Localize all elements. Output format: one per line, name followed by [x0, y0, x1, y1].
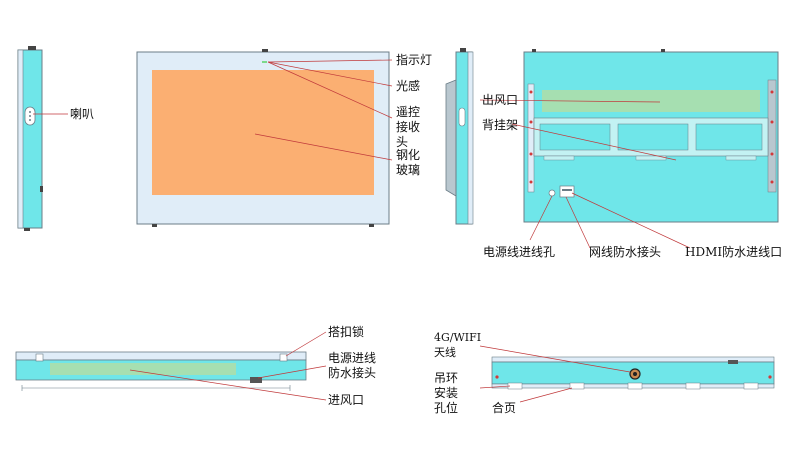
screw: [768, 375, 772, 379]
bracket-tab: [543, 155, 575, 161]
speaker-hole: [29, 115, 31, 117]
screw: [770, 90, 774, 94]
bracket-side-slot: [458, 107, 466, 127]
leader-indicator: [267, 59, 393, 63]
leader-ring-holes: [479, 385, 511, 389]
front-top-mark: [262, 49, 268, 52]
port-slot: [562, 189, 572, 191]
bottom-frame-strip: [15, 351, 307, 361]
ring-hole: [569, 382, 585, 390]
ring-hole: [507, 382, 523, 390]
ring-hole: [743, 382, 759, 390]
side-top-knob: [28, 46, 36, 50]
back-top-mark: [532, 49, 536, 52]
leader-glass: [254, 133, 393, 161]
bracket-window: [539, 123, 611, 151]
label-snap-lock: 搭扣锁: [328, 325, 365, 339]
label-power-connector: 电源进线防水接头: [328, 351, 377, 380]
leader-snap-lock: [285, 331, 327, 357]
leader-bracket: [511, 123, 677, 161]
leader-light-sensor: [267, 61, 393, 87]
leader-air-inlet: [129, 369, 327, 401]
label-light-sensor: 光感: [396, 79, 421, 93]
label-air-outlet: 出风口: [482, 93, 519, 107]
bracket-tab: [725, 155, 757, 161]
front-foot-left: [152, 224, 157, 227]
snap-lock-right: [279, 353, 288, 362]
screw: [529, 90, 533, 94]
label-air-inlet: 进风口: [328, 393, 365, 407]
top-view: [491, 356, 775, 390]
bracket-side-front-strip: [467, 51, 474, 225]
top-port: [728, 360, 738, 364]
power-connector: [250, 377, 262, 383]
screw: [770, 120, 774, 124]
bracket-side-view: [445, 48, 474, 225]
bracket-side-plate: [445, 79, 457, 197]
label-back-bracket: 背挂架: [482, 118, 519, 132]
screw: [495, 375, 499, 379]
antenna-core: [633, 372, 637, 376]
ring-hole: [627, 382, 643, 390]
leader-antenna: [479, 345, 631, 373]
leader-power-hole: [529, 195, 553, 241]
screw: [770, 152, 774, 156]
side-port: [40, 186, 43, 192]
front-view: [136, 49, 390, 227]
label-hanging-ring-holes: 吊环安装孔位: [434, 371, 459, 415]
label-indicator-light: 指示灯: [396, 53, 433, 67]
ring-hole: [685, 382, 701, 390]
label-antenna: 4G/WIFI天线: [434, 331, 482, 359]
label-tempered-glass: 钢化玻璃: [396, 148, 421, 177]
hanging-ring-holes: [507, 382, 759, 390]
label-speaker: 喇叭: [70, 107, 95, 121]
side-bottom-foot: [24, 228, 30, 231]
leader-remote: [267, 61, 393, 119]
label-power-inlet-hole: 电源线进线孔: [483, 245, 556, 259]
leader-network: [565, 196, 591, 249]
bottom-view: [15, 351, 307, 391]
speaker-hole: [29, 119, 31, 121]
front-foot-right: [369, 224, 374, 227]
leader-hdmi: [571, 192, 691, 249]
air-outlet-vent: [542, 90, 760, 112]
label-hinge: 合页: [492, 401, 517, 415]
screw: [529, 152, 533, 156]
screw: [529, 120, 533, 124]
air-inlet-vent: [50, 363, 236, 375]
leader-air-outlet: [479, 99, 661, 103]
back-right-rail: [767, 79, 777, 193]
screw: [770, 180, 774, 184]
label-network-connector: 网线防水接头: [589, 245, 662, 259]
bracket-window: [617, 123, 689, 151]
left-side-view: [17, 46, 43, 231]
power-inlet-hole: [548, 189, 556, 197]
back-view: [523, 49, 779, 223]
label-remote-receiver: 遥控接收头: [396, 105, 421, 149]
leader-power-connector: [257, 365, 327, 379]
bracket-window: [695, 123, 763, 151]
side-front-strip: [17, 49, 24, 229]
leader-hinge: [519, 387, 573, 403]
bracket-side-knob: [460, 48, 466, 52]
hdmi-network-port: [559, 185, 575, 198]
back-top-mark: [661, 49, 665, 52]
screw: [529, 180, 533, 184]
snap-lock-left: [35, 353, 44, 362]
indicator-led: [262, 61, 267, 63]
speaker-hole: [29, 111, 31, 113]
tempered-glass-screen: [152, 70, 374, 195]
label-hdmi-inlet: HDMI防水进线口: [685, 245, 783, 259]
